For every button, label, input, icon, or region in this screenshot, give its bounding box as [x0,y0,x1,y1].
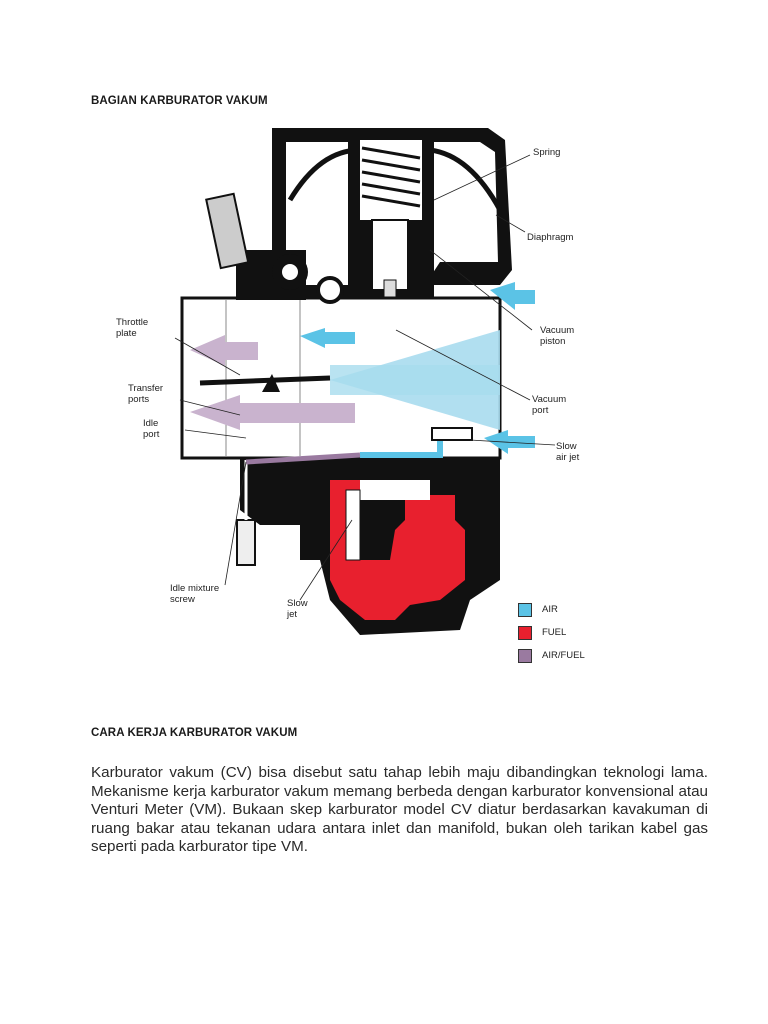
legend-label-fuel: FUEL [542,627,567,638]
legend-swatch-air [518,603,532,617]
label-vacuum-port: Vacuum port [532,394,567,416]
label-spring: Spring [533,147,561,158]
label-idle-port: Idle port [143,418,160,440]
working-heading: CARA KERJA KARBURATOR VAKUM [91,727,298,739]
throttle-plate [199,375,331,386]
label-throttle-plate: Throttle plate [116,317,149,339]
spring-coils [361,146,421,208]
air-inlet-arrow [490,282,535,310]
fuel-bowl [330,480,465,620]
body-paragraph: Karburator vakum (CV) bisa disebut satu … [91,764,708,856]
label-diaphragm: Diaphragm [527,232,574,243]
label-vacuum-piston: Vacuum piston [540,325,575,347]
label-slow-jet: Slow jet [287,598,308,620]
legend-label-air: AIR [542,604,558,615]
label-slow-air-jet: Slow air jet [556,441,580,463]
label-transfer-ports: Transfer ports [128,383,164,405]
label-idle-mixture-screw: Idle mixture screw [170,583,220,605]
legend-label-air-fuel: AIR/FUEL [542,650,585,661]
legend-swatch-air-fuel [518,649,532,663]
air-fuel-arrow-top [190,335,258,366]
idle-mixture-screw [236,519,256,566]
diagram-heading: BAGIAN KARBURATOR VAKUM [91,95,268,107]
air-fuel-arrow-mid [190,395,355,430]
legend-swatch-fuel [518,626,532,640]
slow-jet [345,489,361,561]
choke-screw [205,192,250,270]
